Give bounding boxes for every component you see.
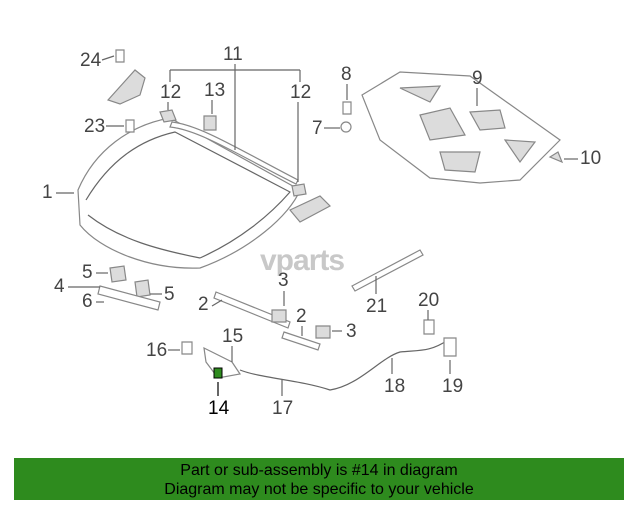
callout-2a: 2 [198,294,209,315]
bolt-23 [125,119,135,133]
bumper-5-left [109,265,127,283]
clip-12-right [291,183,307,197]
callout-24: 24 [80,50,102,71]
callout-7: 7 [312,118,323,139]
callout-23: 23 [84,116,105,137]
plug-8 [342,101,352,115]
prop-rod-right [281,331,321,351]
prop-rod-left [213,291,291,329]
parts-diagram: vparts 1 2 2 3 3 4 5 5 6 7 8 9 10 11 12 … [42,44,601,419]
info-banner: Part or sub-assembly is #14 in diagram D… [14,458,624,500]
banner-line-1: Part or sub-assembly is #14 in diagram [180,462,458,479]
callout-5a: 5 [82,262,93,283]
callout-11: 11 [223,44,243,65]
callout-20: 20 [418,290,439,311]
callout-12a: 12 [160,82,181,103]
clip-10 [548,151,564,164]
strip-6 [97,285,161,311]
part-14-highlight [213,367,223,379]
release-handle-15 [203,346,242,379]
bumper-5-right [134,279,151,298]
clip-12-left [159,109,177,123]
hood-panel [77,117,301,269]
callout-16: 16 [146,340,167,361]
banner-line-2: Diagram may not be specific to your vehi… [164,481,474,498]
bolt-24 [115,49,125,63]
hood-support-rod [351,249,424,292]
cable-19-end [443,337,457,357]
clip-3-left [271,309,287,323]
watermark: vparts [260,244,344,277]
callout-8: 8 [341,64,352,85]
clip-13 [203,115,217,131]
callout-18: 18 [384,376,405,397]
callout-1: 1 [42,182,53,203]
callout-12b: 12 [290,82,311,103]
callout-10: 10 [580,148,601,169]
clip-3-right [315,325,331,339]
hinge-right [289,195,331,223]
clip-7 [340,121,352,133]
callout-13: 13 [204,80,225,101]
clip-16 [181,341,193,355]
bracket-24 [106,69,146,105]
callout-9: 9 [472,68,483,89]
callout-3b: 3 [346,321,357,342]
callout-4: 4 [54,276,65,297]
weatherstrip [169,121,299,185]
callout-14: 14 [208,398,230,419]
hood-insulator [361,71,561,184]
callout-2b: 2 [296,306,307,327]
callout-5b: 5 [164,284,175,305]
callout-17: 17 [272,398,293,419]
callout-3a: 3 [278,270,289,291]
callout-19: 19 [442,376,463,397]
callout-6: 6 [82,291,93,312]
callout-21: 21 [366,296,387,317]
bolt-20 [423,319,435,335]
release-cable [239,339,449,391]
callout-15: 15 [222,326,243,347]
